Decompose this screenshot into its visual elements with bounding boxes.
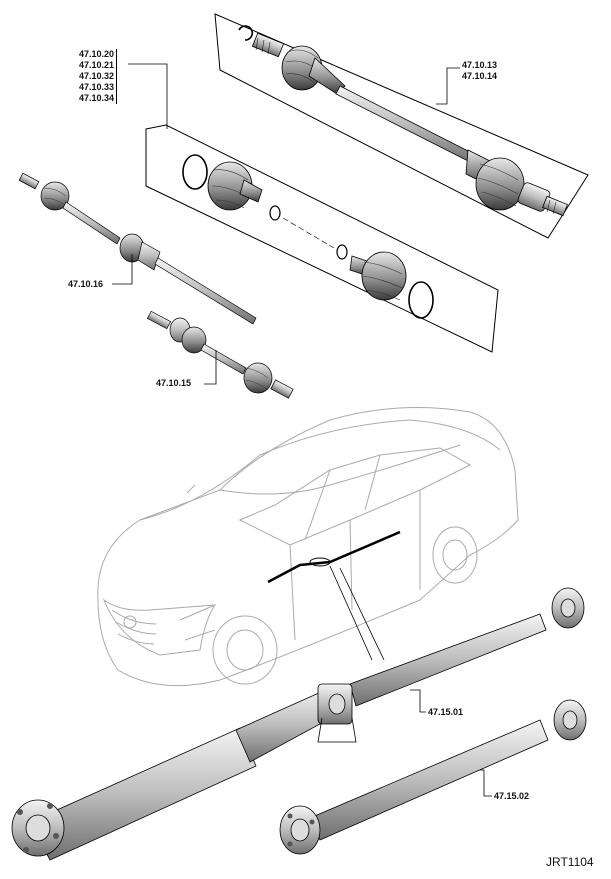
prop-shaft-front: [11, 587, 585, 861]
spline-end-left: [251, 32, 285, 58]
figure-reference: JRT1104: [546, 855, 594, 869]
callout-top-right: 47.10.13 47.10.14: [462, 60, 497, 82]
front-driveshaft: [18, 172, 257, 325]
callout-47-10-16: 47.10.16: [68, 279, 104, 289]
cv-boot-right: [465, 149, 568, 217]
rear-driveshaft-panel: [214, 13, 589, 239]
callout-47-15-01: 47.15.01: [428, 707, 464, 717]
cv-boot-left: [281, 45, 346, 95]
callout-47-10-13: 47.10.13: [462, 60, 498, 70]
callout-47-15-02: 47.15.02: [494, 791, 530, 801]
callout-47-10-34: 47.10.34: [79, 93, 115, 103]
driveline-in-car: [267, 530, 401, 661]
callout-47-10-14: 47.10.14: [462, 71, 498, 81]
callout-top-left: 47.10.20 47.10.21 47.10.32 47.10.33 47.1…: [79, 49, 118, 104]
prop-shaft-rear: [279, 699, 587, 855]
callout-47-10-33: 47.10.33: [79, 82, 115, 92]
intermediate-driveshaft: [146, 310, 294, 399]
callout-47-10-21: 47.10.21: [79, 60, 115, 70]
car-outline: [97, 407, 519, 687]
callout-47-10-32: 47.10.32: [79, 71, 115, 81]
boot-kit-panel: [128, 63, 499, 353]
callout-47-10-20: 47.10.20: [79, 49, 115, 59]
callout-47-10-15: 47.10.15: [156, 378, 192, 388]
